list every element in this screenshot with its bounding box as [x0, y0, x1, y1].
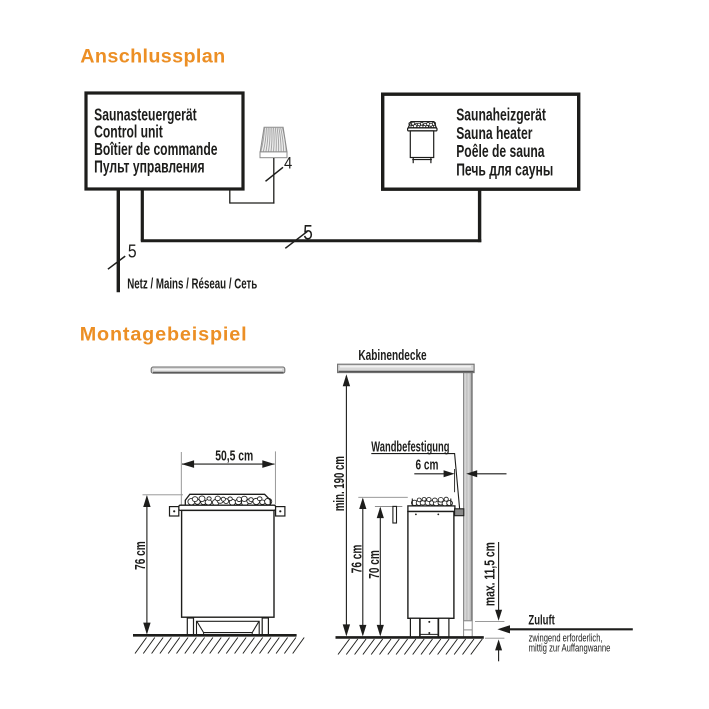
- svg-text:mittig zur Auffangwanne: mittig zur Auffangwanne: [529, 642, 611, 655]
- svg-text:Boîtier de commande: Boîtier de commande: [94, 140, 217, 160]
- svg-text:Anschlussplan: Anschlussplan: [80, 46, 225, 68]
- svg-text:76 cm: 76 cm: [348, 545, 364, 574]
- svg-text:6 cm: 6 cm: [416, 457, 439, 473]
- svg-text:Sauna heater: Sauna heater: [456, 124, 532, 144]
- svg-text:Control unit: Control unit: [94, 123, 163, 143]
- svg-text:min. 190 cm: min. 190 cm: [331, 456, 348, 511]
- svg-text:Netz / Mains / Réseau / Сеть: Netz / Mains / Réseau / Сеть: [127, 276, 257, 292]
- svg-text:Saunaheizgerät: Saunaheizgerät: [456, 106, 546, 126]
- svg-text:4: 4: [284, 155, 293, 173]
- svg-text:Печь для сауны: Печь для сауны: [456, 160, 553, 180]
- svg-text:76 cm: 76 cm: [132, 541, 148, 570]
- svg-text:zwingend erforderlich,: zwingend erforderlich,: [529, 632, 603, 645]
- svg-text:70 cm: 70 cm: [366, 550, 382, 579]
- svg-text:Montagebeispiel: Montagebeispiel: [80, 324, 248, 346]
- svg-text:max. 11,5 cm: max. 11,5 cm: [482, 542, 498, 606]
- svg-text:Wandbefestigung: Wandbefestigung: [371, 438, 449, 455]
- svg-text:Poêle de sauna: Poêle de sauna: [456, 142, 545, 162]
- svg-text:50,5 cm: 50,5 cm: [215, 448, 253, 464]
- svg-text:5: 5: [128, 240, 137, 262]
- svg-text:Zuluft: Zuluft: [528, 613, 554, 628]
- svg-text:Kabinendecke: Kabinendecke: [358, 347, 426, 363]
- svg-text:5: 5: [303, 221, 313, 245]
- svg-text:Saunasteuergerät: Saunasteuergerät: [94, 105, 197, 125]
- svg-text:Пульт управления: Пульт управления: [94, 157, 204, 177]
